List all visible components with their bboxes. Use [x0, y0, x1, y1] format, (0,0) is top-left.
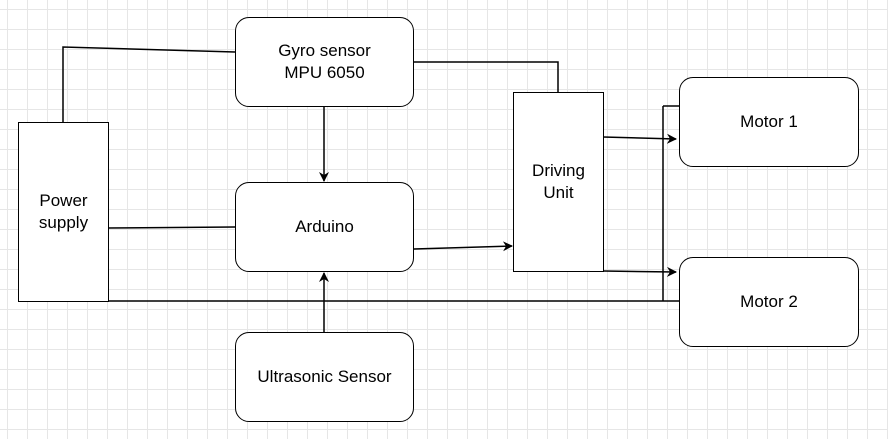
arrow-driving-to-motor1	[602, 133, 677, 144]
arrow-arduino-to-driving	[413, 241, 513, 252]
driving-unit-label: Driving Unit	[532, 161, 585, 202]
motor2-block: Motor 2	[679, 257, 859, 347]
ultrasonic-sensor-label: Ultrasonic Sensor	[257, 367, 392, 386]
ultrasonic-sensor-block: Ultrasonic Sensor	[235, 332, 414, 422]
arduino-block: Arduino	[235, 182, 414, 272]
motor1-label: Motor 1	[740, 112, 798, 131]
wire-power-to-gyro	[62, 46, 236, 122]
arduino-label: Arduino	[295, 217, 354, 236]
gyro-sensor-label: Gyro sensor MPU 6050	[278, 41, 371, 82]
arrow-driving-to-motor2	[602, 266, 677, 277]
wire-power-to-arduino	[107, 226, 236, 229]
gyro-sensor-block: Gyro sensor MPU 6050	[235, 17, 414, 107]
driving-unit-block: Driving Unit	[513, 92, 604, 272]
motor2-label: Motor 2	[740, 292, 798, 311]
power-supply-block: Power supply	[18, 122, 109, 302]
motor1-block: Motor 1	[679, 77, 859, 167]
power-supply-label: Power supply	[38, 191, 89, 232]
wire-gyro-to-driving	[414, 61, 559, 93]
